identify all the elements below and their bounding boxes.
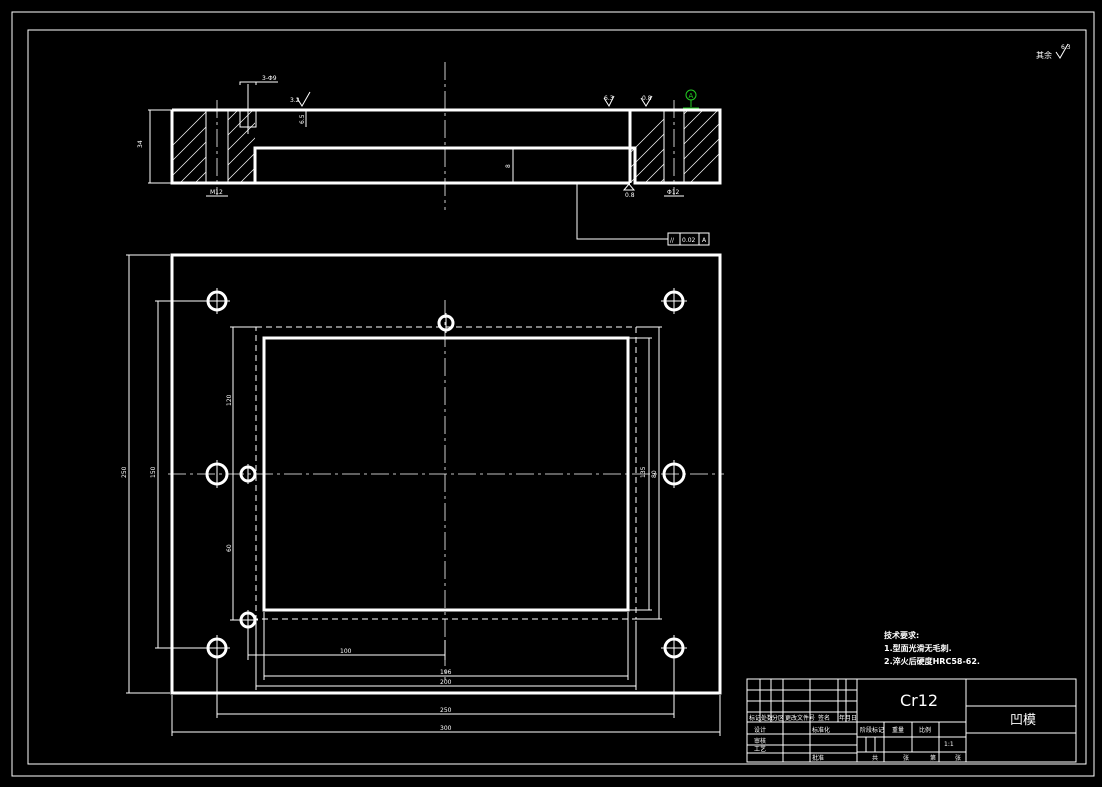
outer-frame xyxy=(11,11,1095,777)
dim-bolt-height: 150 xyxy=(150,466,157,478)
dim-outer-height: 250 xyxy=(121,466,128,478)
title-block: 标记 处数 分区 更改文件号 签名 年月日 设计 标准化 审核 工艺 批准 阶段… xyxy=(746,678,1077,763)
tb-label-approve: 批准 xyxy=(812,754,824,762)
tb-label-mark: 标记 xyxy=(749,714,761,722)
dim-x-300: 300 xyxy=(440,725,452,732)
tolerance-datum: A xyxy=(702,237,707,244)
tb-label-change: 更改文件号 xyxy=(785,714,815,722)
tb-part-name: 凹模 xyxy=(1010,713,1036,728)
roughness-3: 0.8 xyxy=(642,95,652,102)
tb-label-weight: 重量 xyxy=(892,726,904,734)
tb-label-design: 设计 xyxy=(754,726,766,734)
roughness-marks: 3.2 6.3 0.8 0.8 xyxy=(290,91,653,199)
hole-label-left: M12 xyxy=(210,189,223,196)
height-dim-label: 34 xyxy=(137,140,144,148)
dim-x-200: 200 xyxy=(440,679,452,686)
tolerance-frame: // 0.02 A xyxy=(576,183,710,246)
plan-view: 250 150 120 60 135 80 xyxy=(121,253,724,736)
hatch-left xyxy=(172,110,255,183)
datum-marker: A xyxy=(683,89,699,109)
roughness-1: 3.2 xyxy=(290,97,300,104)
hole-label-right: Φ12 xyxy=(667,189,680,196)
roughness-4: 0.8 xyxy=(625,192,635,199)
bottom-dimensions xyxy=(171,612,721,736)
left-dimensions xyxy=(126,254,256,694)
inner-frame xyxy=(27,29,1087,765)
roughness-icon xyxy=(640,95,653,107)
bolt-holes xyxy=(204,288,687,661)
tb-label-sheets: 张 xyxy=(903,754,909,762)
tb-label-date: 年月日 xyxy=(839,714,857,722)
dim-right-2: 80 xyxy=(651,470,658,478)
roughness-icon xyxy=(622,183,636,191)
dim-inner-height: 120 xyxy=(226,394,233,406)
tb-label-review: 审核 xyxy=(754,737,766,745)
dim-x-100: 100 xyxy=(340,648,352,655)
tech-item-1: 1.型面光滑无毛刺. xyxy=(884,643,952,653)
dim-x-250: 250 xyxy=(440,707,452,714)
hidden-step-outline xyxy=(255,326,637,620)
dim-x-196: 196 xyxy=(440,669,452,676)
depth-label: 6.5 xyxy=(299,114,306,124)
tb-label-process: 工艺 xyxy=(754,745,766,753)
dim-lower: 60 xyxy=(226,544,233,552)
tolerance-symbol: // xyxy=(670,237,675,244)
section-profile-left xyxy=(170,110,630,185)
counterbore-label: 3-Φ9 xyxy=(262,75,277,82)
right-dimensions xyxy=(628,326,662,620)
roughness-2: 6.3 xyxy=(604,95,614,102)
roughness-icon xyxy=(603,95,615,108)
hatch-right xyxy=(630,110,720,183)
tb-label-count: 处数 xyxy=(761,714,773,722)
tb-label-sheet: 张 xyxy=(955,754,961,762)
tech-requirements: 技术要求: 1.型面光滑无毛刺. 2.淬火后硬度HRC58-62. xyxy=(884,630,980,666)
tb-label-sheet-no: 第 xyxy=(930,754,936,762)
general-roughness-label: 其余 xyxy=(1036,50,1052,60)
tb-material: Cr12 xyxy=(900,691,938,710)
tech-title: 技术要求: xyxy=(884,630,919,640)
section-profile-right xyxy=(172,108,722,185)
roughness-icon xyxy=(296,91,311,107)
tolerance-value: 0.02 xyxy=(682,237,696,244)
tb-label-sign: 签名 xyxy=(818,714,830,722)
roughness-symbol-icon xyxy=(1055,43,1069,59)
datum-letter: A xyxy=(689,92,694,100)
inner-depth-label: 8 xyxy=(505,164,512,168)
general-roughness-note: 其余 6.3 xyxy=(1036,43,1071,60)
tb-label-stage: 阶段标记 xyxy=(860,726,884,734)
section-view: 34 8 6.5 3-Φ9 M12 Φ12 3.2 6.3 0.8 0.8 A xyxy=(137,62,722,246)
tb-label-total: 共 xyxy=(872,754,878,762)
tech-item-2: 2.淬火后硬度HRC58-62. xyxy=(884,656,980,666)
tb-label-standard: 标准化 xyxy=(812,726,830,734)
tb-label-scale: 比例 xyxy=(919,726,931,734)
tb-label-zone: 分区 xyxy=(772,714,784,722)
tb-scale-value: 1:1 xyxy=(944,741,954,748)
dim-right-1: 135 xyxy=(640,466,647,478)
